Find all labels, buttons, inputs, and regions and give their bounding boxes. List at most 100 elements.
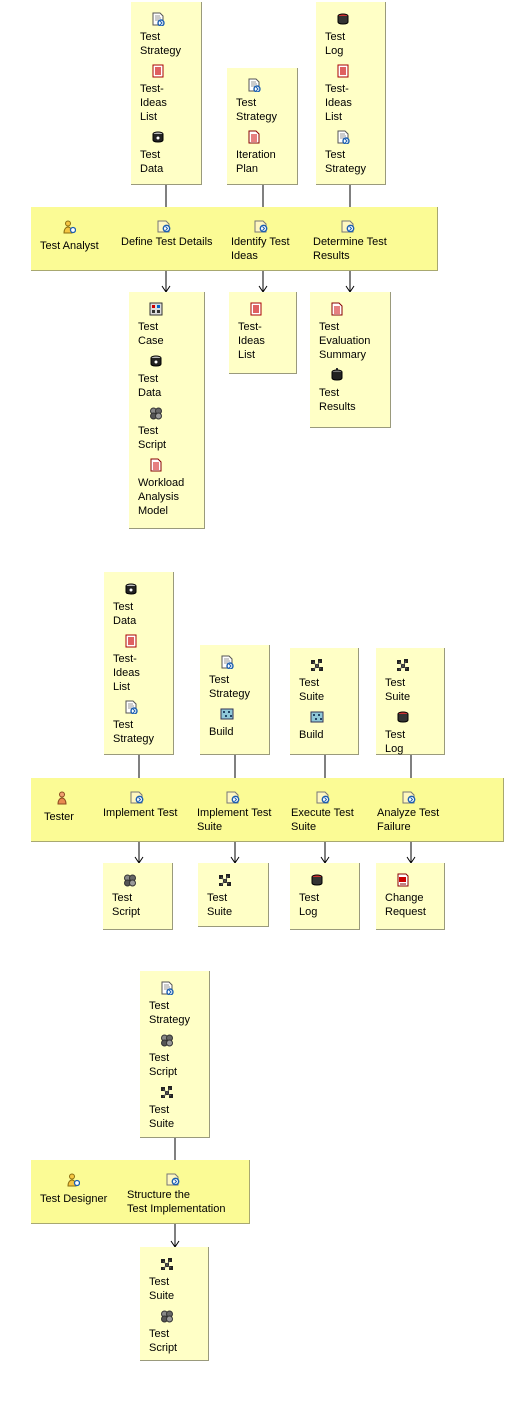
task-icon[interactable] <box>402 790 416 804</box>
test-script-icon <box>149 406 163 420</box>
artifact-label: Test Suite <box>299 677 325 703</box>
role-label: Test Designer <box>40 1193 108 1205</box>
task-label[interactable]: Execute Test Suite <box>291 807 354 833</box>
artifact-label: Test- Ideas List <box>238 321 265 361</box>
task-icon[interactable] <box>166 1172 180 1186</box>
task-icon[interactable] <box>254 219 268 233</box>
artifact-label: Test Data <box>138 373 162 399</box>
build-icon <box>220 707 234 721</box>
test-strategy-icon <box>160 981 174 995</box>
workflow-band <box>31 1160 250 1224</box>
task-icon[interactable] <box>341 219 355 233</box>
test-data-icon <box>151 130 165 144</box>
test-log-icon <box>310 873 324 887</box>
test-strategy-icon <box>247 78 261 92</box>
workflow-band <box>31 207 438 271</box>
artifact-label: Test- Ideas List <box>325 83 352 123</box>
artifact-label: Test Case <box>138 321 164 347</box>
artifact-label: Test Log <box>325 31 346 57</box>
artifact-label: Test Strategy <box>325 149 366 175</box>
test-suite-icon <box>160 1085 174 1099</box>
test-log-icon <box>396 710 410 724</box>
outputs-artifact-box: Test Suite <box>198 863 269 927</box>
test-suite-icon <box>160 1257 174 1271</box>
test-results-icon <box>330 368 344 382</box>
task-icon[interactable] <box>130 790 144 804</box>
artifact-label: Test Evaluation Summary <box>319 321 371 361</box>
artifact-label: Test Data <box>140 149 164 175</box>
test-ideas-list-icon <box>249 302 263 316</box>
artifact-label: Change Request <box>385 892 426 918</box>
build-icon <box>310 710 324 724</box>
artifact-label: Test Suite <box>385 677 411 703</box>
test-case-icon <box>149 302 163 316</box>
task-label[interactable]: Define Test Details <box>121 236 213 248</box>
task-label[interactable]: Determine Test Results <box>313 236 387 262</box>
tester-role-icon <box>55 791 69 805</box>
artifact-label: Test Log <box>299 892 320 918</box>
task-label[interactable]: Identify Test Ideas <box>231 236 290 262</box>
artifact-label: Test Script <box>112 892 141 918</box>
artifact-label: Test Log <box>385 729 406 755</box>
outputs-artifact-box: Test Log <box>290 863 360 930</box>
iteration-plan-icon <box>247 130 261 144</box>
artifact-label: Workload Analysis Model <box>138 477 185 517</box>
outputs-artifact-box: Test Script <box>103 863 173 930</box>
outputs-artifact-box: Change Request <box>376 863 445 930</box>
test-strategy-icon <box>220 655 234 669</box>
test-suite-icon <box>396 658 410 672</box>
artifact-label: Test- Ideas List <box>140 83 167 123</box>
artifact-label: Test Suite <box>207 892 233 918</box>
role-label: Tester <box>44 811 74 823</box>
test-ideas-list-icon <box>336 64 350 78</box>
test-strategy-icon <box>124 700 138 714</box>
task-icon[interactable] <box>316 790 330 804</box>
test-ideas-list-icon <box>151 64 165 78</box>
test-script-icon <box>160 1309 174 1323</box>
test-data-icon <box>149 354 163 368</box>
artifact-label: Iteration Plan <box>236 149 276 175</box>
test-strategy-icon <box>336 130 350 144</box>
artifact-label: Test Results <box>319 387 356 413</box>
artifact-label: Test Script <box>149 1052 178 1078</box>
test-script-icon <box>160 1033 174 1047</box>
test-ideas-list-icon <box>124 634 138 648</box>
designer-role-icon <box>66 1173 80 1187</box>
task-label[interactable]: Implement Test Suite <box>197 807 272 833</box>
artifact-label: Build <box>299 729 324 741</box>
test-data-icon <box>124 582 138 596</box>
artifact-label: Test- Ideas List <box>113 653 140 693</box>
test-log-icon <box>336 12 350 26</box>
test-strategy-icon <box>151 12 165 26</box>
analyst-role-icon <box>62 220 76 234</box>
task-label[interactable]: Structure the Test Implementation <box>127 1189 226 1215</box>
task-icon[interactable] <box>226 790 240 804</box>
artifact-label: Test Suite <box>149 1276 175 1302</box>
test-suite-icon <box>218 873 232 887</box>
workload-model-icon <box>149 458 163 472</box>
artifact-label: Test Strategy <box>236 97 277 123</box>
role-label: Test Analyst <box>40 240 99 252</box>
artifact-label: Build <box>209 726 234 738</box>
artifact-label: Test Suite <box>149 1104 175 1130</box>
outputs-artifact-box: Test- Ideas List <box>229 292 297 374</box>
artifact-label: Test Script <box>138 425 167 451</box>
task-label[interactable]: Implement Test <box>103 807 178 819</box>
artifact-label: Test Data <box>113 601 137 627</box>
task-icon[interactable] <box>157 219 171 233</box>
artifact-label: Test Strategy <box>149 1000 190 1026</box>
task-label[interactable]: Analyze Test Failure <box>377 807 440 833</box>
artifact-label: Test Strategy <box>209 674 250 700</box>
test-evaluation-summary-icon <box>330 302 344 316</box>
workflow-band <box>31 778 504 842</box>
